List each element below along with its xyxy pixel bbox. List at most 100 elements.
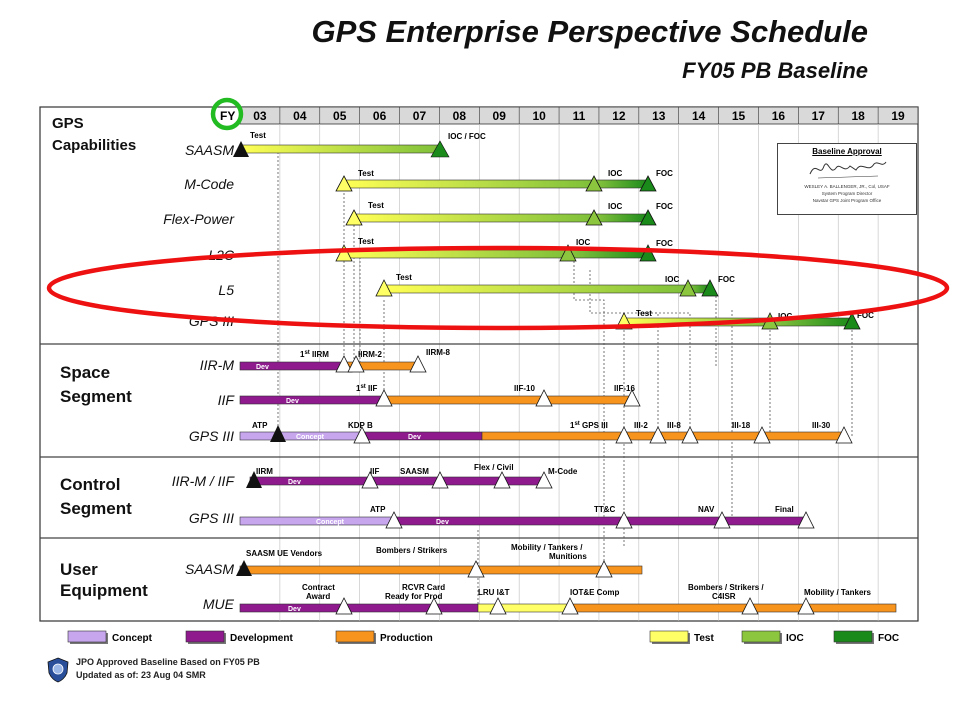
ctrl-gps3-final-milestone xyxy=(797,511,815,529)
year-label-07: 07 xyxy=(413,109,427,123)
ctrl-saasm-milestone xyxy=(431,471,449,489)
cap-l2c-test-milestone xyxy=(335,244,353,262)
footer-line-1: JPO Approved Baseline Based on FY05 PB xyxy=(76,657,260,667)
legend-swatch-production xyxy=(335,630,375,643)
year-label-15: 15 xyxy=(732,109,746,123)
ue-saasm-vendors-milestone xyxy=(236,560,252,576)
space-gps3-3-2-label: III-2 xyxy=(634,421,648,430)
cap-flex-foc-milestone xyxy=(639,209,657,226)
cap-mcode-foc-label: FOC xyxy=(656,169,673,178)
ue-saasm-bombers-label: Bombers / Strikers xyxy=(376,546,448,555)
year-label-16: 16 xyxy=(772,109,786,123)
cap-gps3-ioc-label: IOC xyxy=(778,312,792,321)
year-label-17: 17 xyxy=(812,109,826,123)
cap-l5-ioc-label: IOC xyxy=(665,275,679,284)
legend-swatch-development xyxy=(185,630,225,643)
cap-saasm-iocfoc-label: IOC / FOC xyxy=(448,132,486,141)
ctrl-iirm-label: IIRM xyxy=(256,467,273,476)
highlight-ellipse xyxy=(46,245,950,331)
ctrl-gps3-concept-label: Concept xyxy=(316,519,345,526)
ue-mue-contract-milestone xyxy=(335,597,353,615)
row-label-ue-mue: MUE xyxy=(203,596,235,612)
ctrl-gps3-dev-bar xyxy=(393,516,807,526)
signer-name: WESLEY A. BALLENGER, JR., Col, USAF xyxy=(804,184,890,189)
legend-swatch-foc xyxy=(833,630,873,643)
legend-label-foc: FOC xyxy=(878,633,899,644)
ue-saasm-mobility-milestone xyxy=(595,560,613,578)
space-gps3-dev-bar xyxy=(361,431,483,441)
cap-mcode-test-milestone xyxy=(335,175,353,192)
space-iirm-first-label: 1st IIRM xyxy=(300,350,329,359)
space-iif-16-label: IIF-16 xyxy=(614,384,635,393)
cap-l2c-foc-label: FOC xyxy=(656,239,673,248)
ue-saasm-mobility-label-2: Munitions xyxy=(549,552,587,561)
jpo-seal-icon xyxy=(47,657,69,683)
page-title: GPS Enterprise Perspective Schedule xyxy=(311,14,868,49)
space-gps3-3-8-milestone xyxy=(681,426,699,444)
ue-mue-mobility-label: Mobility / Tankers xyxy=(804,588,872,597)
cap-flex-ioc-milestone xyxy=(585,209,603,226)
ue-mue-rcvr-label-1: RCVR Card xyxy=(402,583,445,592)
row-label-cap-mcode: M-Code xyxy=(184,176,234,192)
space-iif-10-milestone xyxy=(535,389,553,407)
space-gps3-first-milestone xyxy=(615,426,633,444)
legend-label-production: Production xyxy=(380,633,433,644)
space-gps3-3-30-label: III-30 xyxy=(812,421,831,430)
row-label-cap-l5: L5 xyxy=(218,282,234,298)
cap-flex-test-bar xyxy=(353,213,595,223)
ctrl-iif-milestone xyxy=(361,471,379,489)
ctrl-flexcivil-milestone xyxy=(493,471,511,489)
year-label-03: 03 xyxy=(253,109,267,123)
legend-swatch-concept xyxy=(67,630,107,643)
cap-l2c-foc-milestone xyxy=(639,244,657,262)
cap-saasm-iocfoc-milestone xyxy=(430,140,450,158)
cap-mcode-foc-milestone xyxy=(639,175,657,192)
ctrl-gps3-atp-milestone xyxy=(385,511,403,529)
cap-gps3-foc-label: FOC xyxy=(857,311,874,320)
page-subtitle: FY05 PB Baseline xyxy=(682,58,868,83)
cap-l5-test-bar xyxy=(383,284,689,294)
cap-saasm-test-bar xyxy=(239,144,441,154)
row-label-space-iif: IIF xyxy=(218,392,236,408)
ue-saasm-bombers-milestone xyxy=(467,560,485,578)
cap-l5-foc-label: FOC xyxy=(718,275,735,284)
baseline-approval-title: Baseline Approval xyxy=(812,147,882,156)
space-gps3-3-30-milestone xyxy=(835,426,853,444)
year-label-04: 04 xyxy=(293,109,307,123)
cap-gps3-test-label: Test xyxy=(636,309,652,318)
signer-title: System Program Director xyxy=(821,191,873,196)
space-gps3-atp-label: ATP xyxy=(252,421,268,430)
row-label-ue-saasm: SAASM xyxy=(185,561,234,577)
space-iif-first-milestone xyxy=(375,389,393,407)
year-label-19: 19 xyxy=(891,109,905,123)
ctrl-flexcivil-label: Flex / Civil xyxy=(474,463,514,472)
legend-label-concept: Concept xyxy=(112,633,153,644)
legend-label-ioc: IOC xyxy=(786,633,804,644)
ue-mue-dev-label: Dev xyxy=(288,606,301,613)
legend-swatch-test xyxy=(649,630,689,643)
space-gps3-3-18-milestone xyxy=(753,426,771,444)
cap-mcode-ioc-bar xyxy=(593,179,649,189)
year-label-18: 18 xyxy=(851,109,865,123)
space-iif-16-milestone xyxy=(623,389,641,407)
cap-mcode-ioc-label: IOC xyxy=(608,169,622,178)
year-label-05: 05 xyxy=(333,109,347,123)
ctrl-saasm-label: SAASM xyxy=(400,467,429,476)
ctrl-iif-label: IIF xyxy=(370,467,379,476)
space-iirm-8-milestone xyxy=(409,355,427,373)
space-gps3-concept-label: Concept xyxy=(296,434,325,441)
row-label-ctrl-gps3: GPS III xyxy=(189,510,234,526)
ctrl-gps3-nav-label: NAV xyxy=(698,505,715,514)
fy-label: FY xyxy=(220,109,235,123)
ue-saasm-vendors-label: SAASM UE Vendors xyxy=(246,549,323,558)
cap-l5-test-milestone xyxy=(375,279,393,297)
row-label-space-iirm: IIR-M xyxy=(200,357,235,373)
row-label-cap-saasm: SAASM xyxy=(185,142,234,158)
ue-mue-prod-bar xyxy=(569,603,897,613)
ue-mue-dev-bar xyxy=(239,603,479,613)
ue-mue-bombers-milestone xyxy=(741,597,759,615)
